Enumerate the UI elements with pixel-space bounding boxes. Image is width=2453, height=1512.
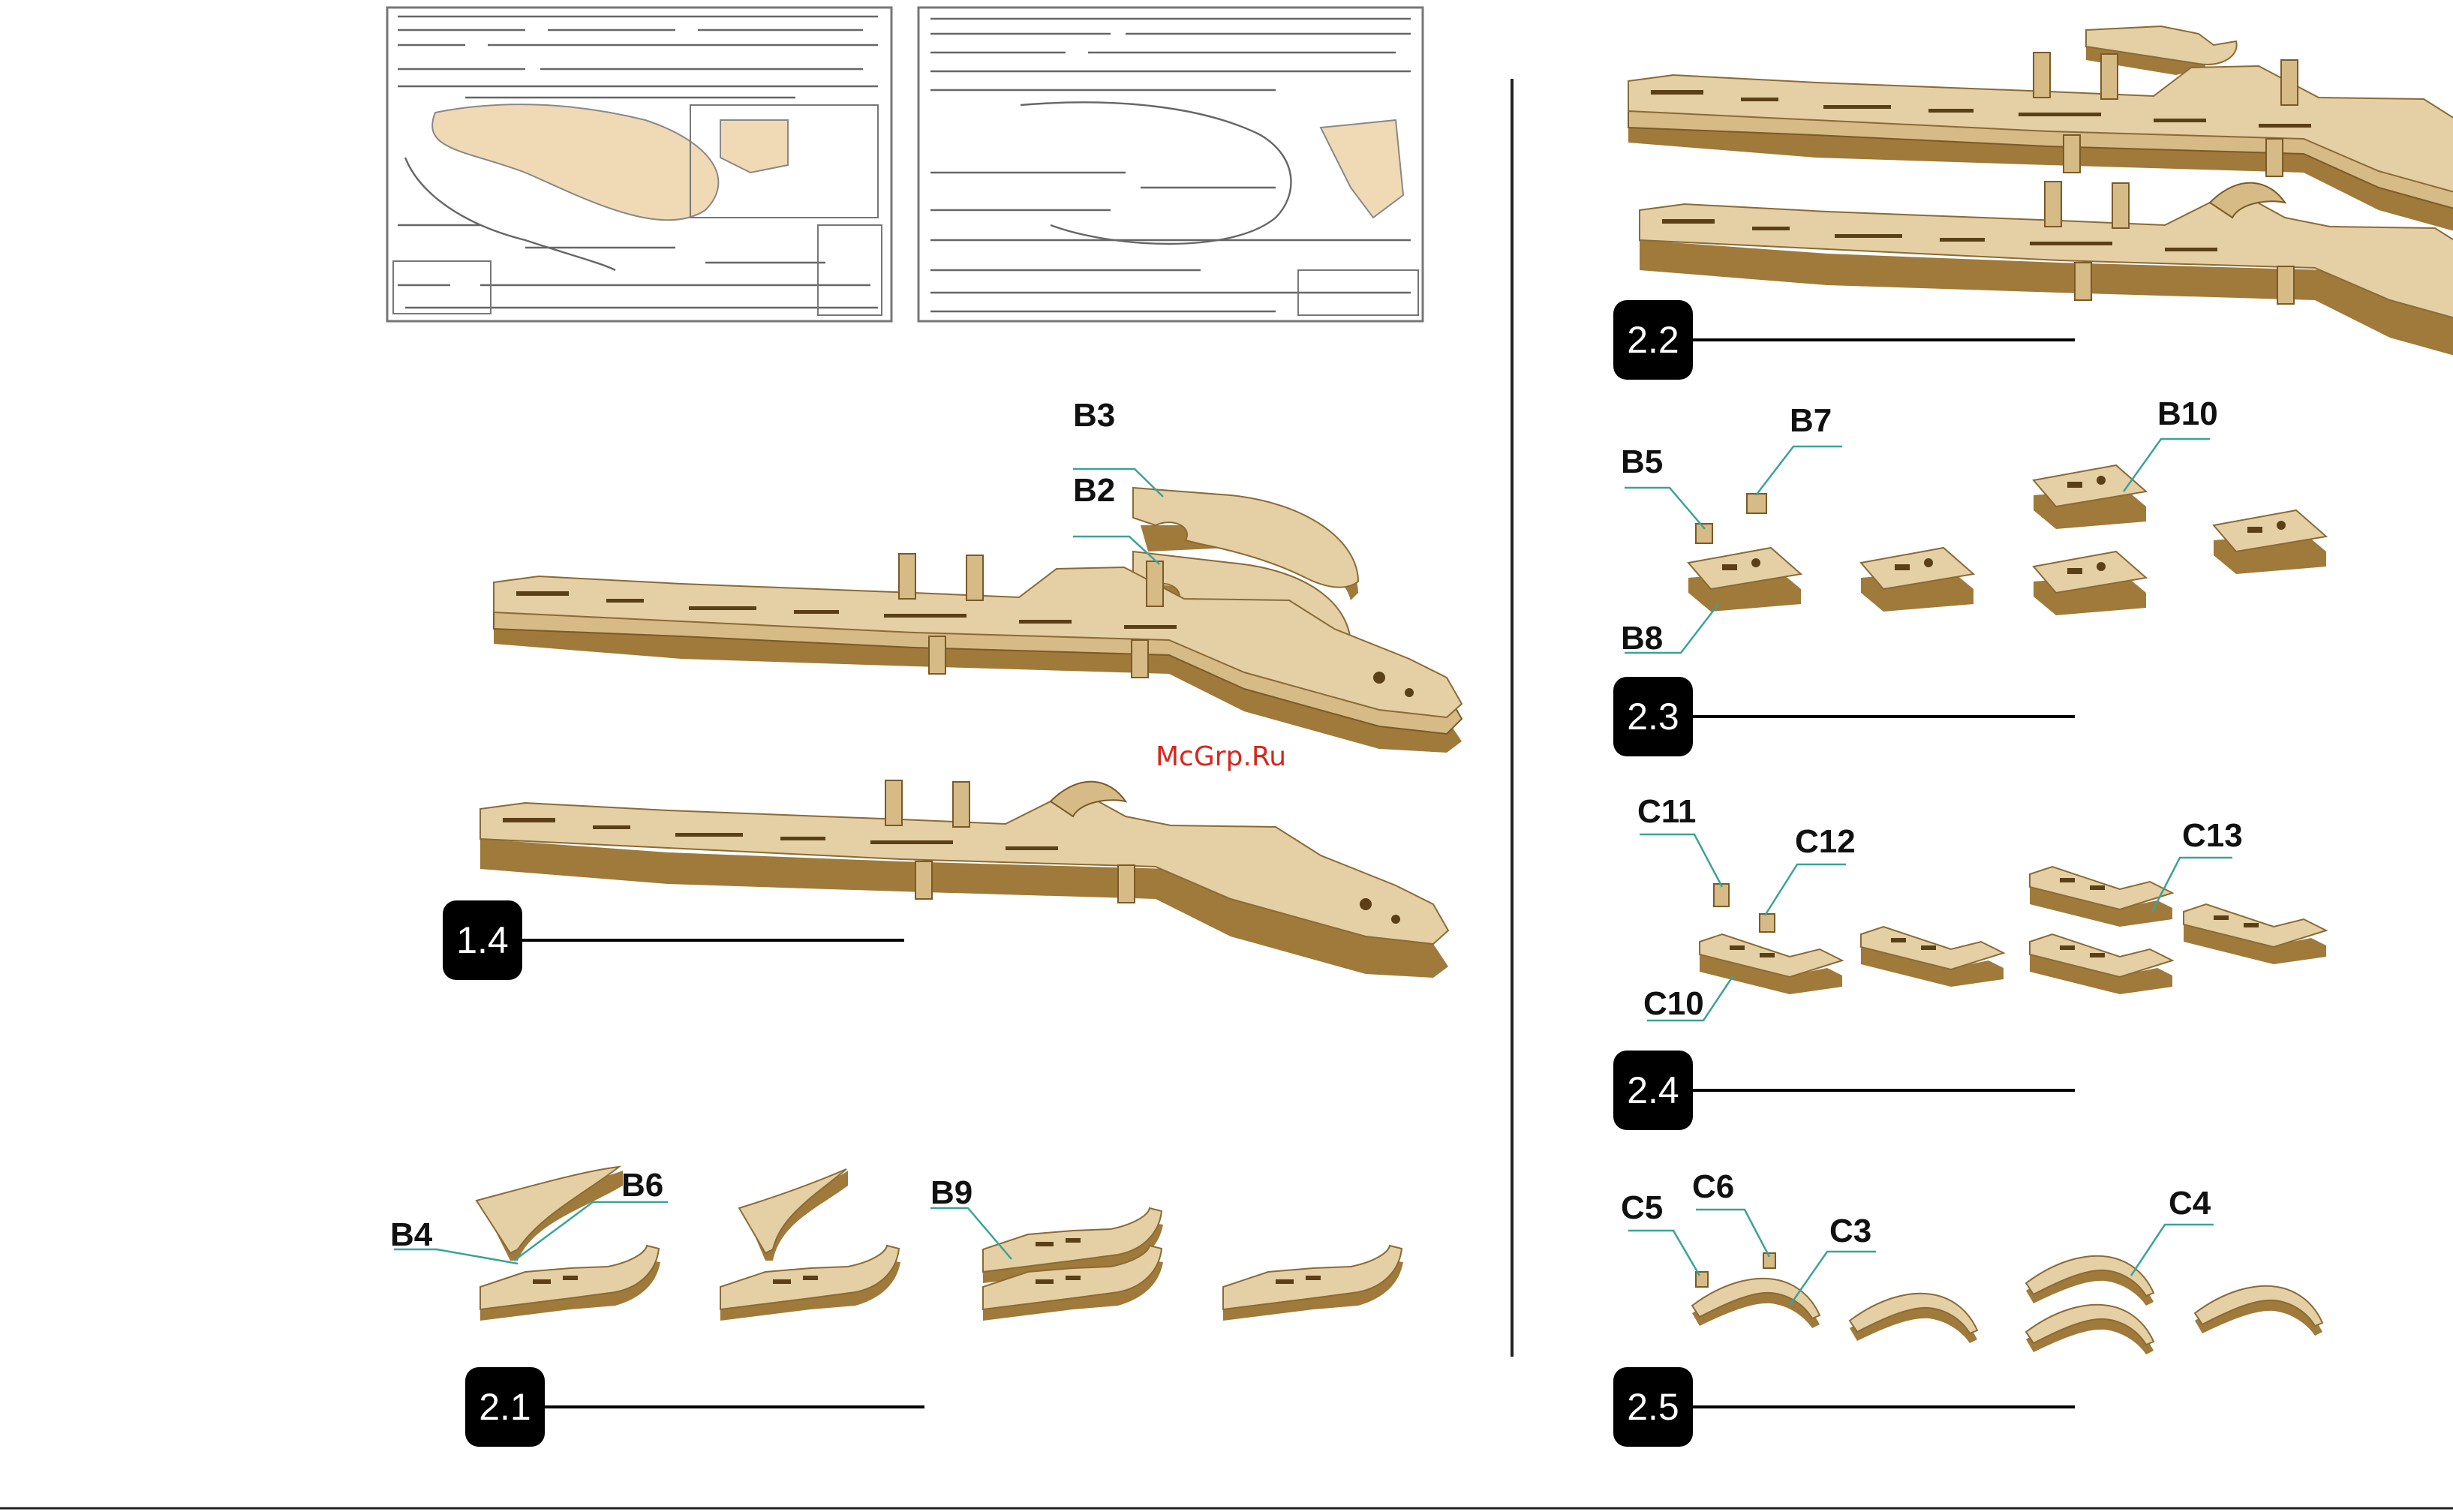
b3-label: B3 xyxy=(1073,397,1115,434)
sub-assembly-2-3 xyxy=(1861,548,1974,612)
sub-assembly-2-5-result xyxy=(2195,1286,2322,1336)
c12-label: C12 xyxy=(1795,823,1856,860)
c6-leader xyxy=(1696,1210,1769,1257)
stock-assembly-2-2-lower xyxy=(1640,182,2453,379)
step-badge-2-5: 2.5 xyxy=(1613,1367,2075,1447)
c5-label: C5 xyxy=(1621,1189,1663,1226)
stock-assembly-upper xyxy=(494,554,1462,753)
b10-part-lower xyxy=(2034,552,2146,615)
c12-leader xyxy=(1765,864,1846,915)
step-badge-2-1: 2.1 xyxy=(465,1367,924,1447)
b4-part xyxy=(480,1246,660,1321)
c11-label: C11 xyxy=(1637,793,1696,830)
b7-label: B7 xyxy=(1790,402,1832,439)
step-number: 2.2 xyxy=(1627,319,1679,361)
b2-label: B2 xyxy=(1073,472,1115,509)
sub-assembly-2-4-result xyxy=(2184,904,2326,964)
c4-part-upper xyxy=(2026,1256,2154,1306)
c10-label: C10 xyxy=(1643,985,1704,1022)
sub-assembly-2-1 xyxy=(720,1169,900,1321)
c10-part xyxy=(1700,934,1842,994)
b8-label: B8 xyxy=(1621,620,1663,657)
step-badge-2-2: 2.2 xyxy=(1613,300,2075,380)
step-number: 2.5 xyxy=(1627,1386,1679,1428)
b7-leader xyxy=(1756,446,1842,495)
step-number: 2.1 xyxy=(479,1386,531,1428)
b7-part xyxy=(1747,494,1766,513)
step-number: 1.4 xyxy=(456,919,509,961)
b4-label: B4 xyxy=(390,1216,433,1253)
cut-sheet-2 xyxy=(918,8,1423,321)
sub-assembly-2-3-result xyxy=(2214,510,2326,574)
b5-leader xyxy=(1625,488,1705,529)
c6-label: C6 xyxy=(1692,1168,1734,1205)
b6-part xyxy=(476,1167,623,1261)
sub-assembly-2-5 xyxy=(1850,1294,1977,1343)
b8-part xyxy=(1688,548,1801,612)
b5-label: B5 xyxy=(1621,443,1663,480)
c13-leader xyxy=(2152,858,2232,912)
sub-assembly-2-1-result xyxy=(1223,1246,1403,1321)
c13-label: C13 xyxy=(2182,817,2243,854)
watermark: McGrp.Ru xyxy=(1156,741,1286,772)
c3-part xyxy=(1692,1279,1820,1328)
c4-label: C4 xyxy=(2169,1185,2211,1222)
c3-label: C3 xyxy=(1829,1213,1871,1249)
stock-assembly-lower xyxy=(480,780,1448,978)
step-badge-1-4: 1.4 xyxy=(443,900,904,980)
sub-assembly-2-4 xyxy=(1861,927,2004,987)
c5-leader xyxy=(1628,1231,1700,1276)
c11-leader xyxy=(1640,834,1722,887)
b6-label: B6 xyxy=(621,1167,663,1204)
c12-part xyxy=(1760,914,1775,932)
b5-part xyxy=(1696,524,1712,543)
step-number: 2.4 xyxy=(1627,1069,1679,1111)
c13-part-lower xyxy=(2030,934,2172,994)
b9-label: B9 xyxy=(930,1174,972,1211)
cut-sheet-1 xyxy=(387,8,891,321)
b10-part-upper xyxy=(2034,465,2146,529)
step-badge-2-3: 2.3 xyxy=(1613,677,2075,756)
c4-leader xyxy=(2131,1225,2214,1276)
step-number: 2.3 xyxy=(1627,696,1679,738)
c4-part-lower xyxy=(2026,1305,2154,1354)
b10-label: B10 xyxy=(2157,395,2218,432)
c13-part-upper xyxy=(2030,867,2172,927)
step-badge-2-4: 2.4 xyxy=(1613,1051,2075,1130)
